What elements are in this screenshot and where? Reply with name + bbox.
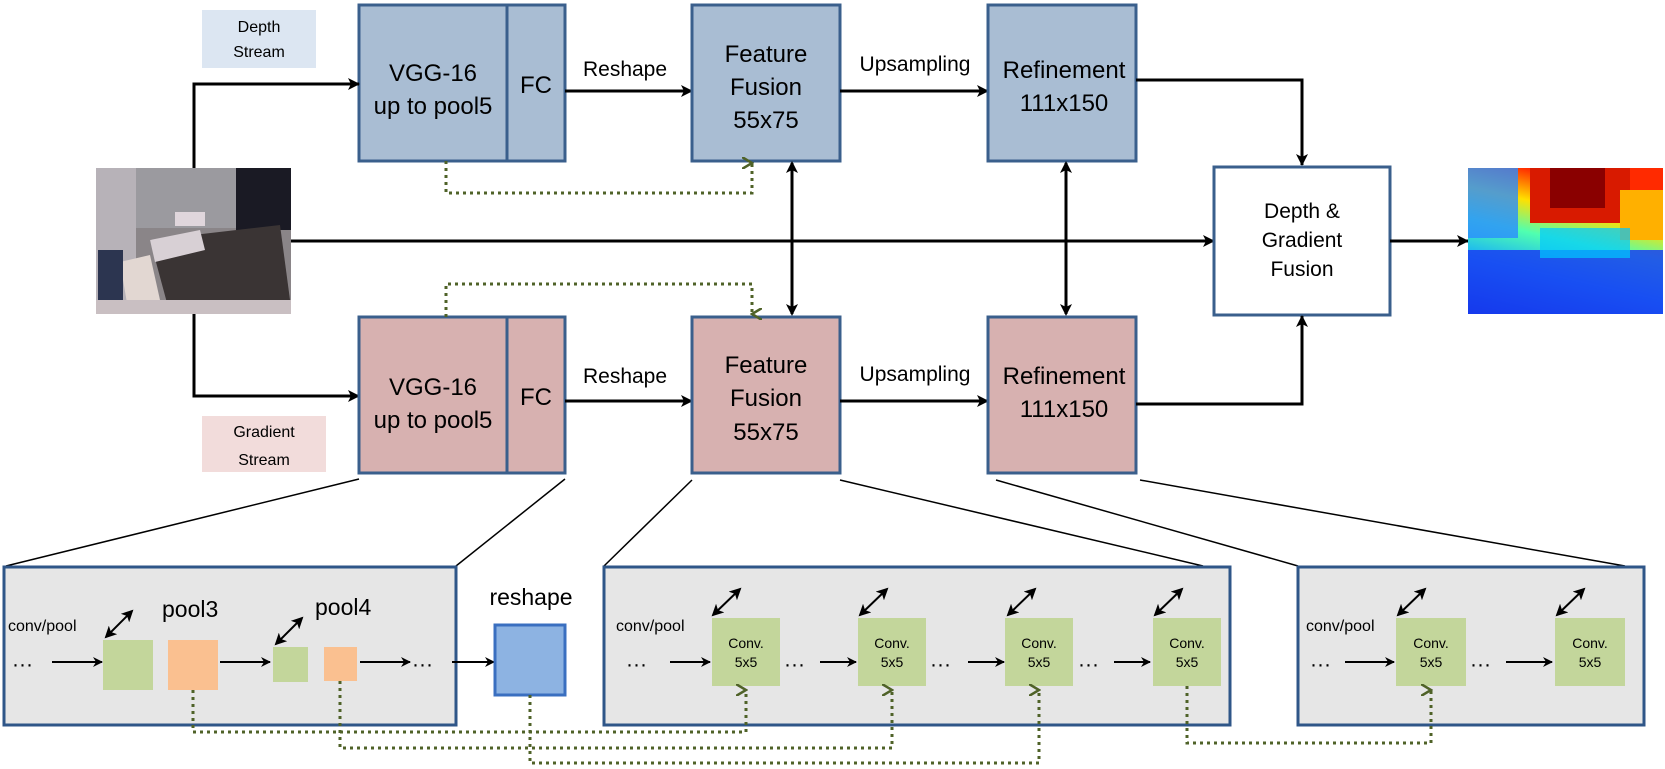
pool3-skip (191, 690, 746, 734)
panel2-conv-4-line2: 5x5 (1176, 654, 1199, 670)
reshape-detail-label: reshape (489, 584, 572, 610)
depth-reshape-label: Reshape (583, 58, 667, 81)
pool4-skip (338, 681, 892, 750)
panel2-conv-3-line1: Conv. (1021, 635, 1057, 651)
depth-feature-fusion-line2: Fusion (730, 74, 802, 101)
gradient-vgg-label-line2: up to pool5 (374, 407, 493, 434)
panel2-conv-1-line2: 5x5 (735, 654, 758, 670)
depth-stream-label-line2: Stream (233, 44, 285, 61)
depth-stream-label-line1: Depth (238, 19, 281, 36)
panel3-dots-2: ··· (1470, 653, 1491, 676)
depth-upsampling-label: Upsampling (860, 53, 971, 76)
gradient-feature-fusion-line1: Feature (725, 352, 808, 379)
gradient-feature-fusion-box (690, 315, 842, 475)
panel2-conv-block-3 (1005, 618, 1073, 686)
panel1-conv-block-2 (273, 647, 308, 682)
gradient-skip-connection (444, 282, 752, 317)
panel3-conv-pool-label: conv/pool (1306, 618, 1375, 635)
panel3-conv-2-line1: Conv. (1572, 635, 1608, 651)
gradient-stream-label-line1: Gradient (233, 424, 295, 441)
gradient-upsampling-label: Upsampling (860, 363, 971, 386)
refinement-detail-panel: conv/pool ··· Conv. 5x5 ··· Conv. 5x5 (1296, 565, 1646, 727)
depth-feature-fusion-line3: 55x75 (733, 107, 798, 134)
depth-to-fusion-arrow (1136, 78, 1308, 166)
panel1-conv-pool-label: conv/pool (8, 618, 77, 635)
depth-feature-fusion-box (690, 3, 842, 163)
reshape-skip (528, 690, 1039, 765)
gradient-refinement-line1: Refinement (1003, 363, 1126, 390)
depth-vgg-label-line1: VGG-16 (389, 60, 477, 87)
depth-vgg-box (357, 3, 509, 163)
depth-stream: Depth Stream VGG-16 up to pool5 FC Resha… (202, 3, 1308, 195)
panel1-dots-1: ··· (12, 653, 33, 676)
input-to-depth-arrow (192, 78, 360, 168)
gradient-to-fusion-arrow (1136, 315, 1308, 406)
panel2-conv-3-line2: 5x5 (1028, 654, 1051, 670)
feature-fusion-detail-panel: conv/pool ··· Conv. 5x5 ··· Conv. 5x5 ··… (602, 565, 1232, 727)
panel3-dots-1: ··· (1310, 653, 1331, 676)
fusion-label-line2: Gradient (1262, 229, 1343, 252)
panel3-conv-block-2 (1555, 618, 1625, 686)
fusion-label-line3: Fusion (1270, 258, 1333, 281)
gradient-reshape-label: Reshape (583, 365, 667, 388)
gradient-refinement-box (986, 315, 1138, 475)
panel2-conv-block-1 (712, 618, 780, 686)
panel3-conv-block-1 (1396, 618, 1466, 686)
gradient-stream-tag (202, 416, 326, 472)
fusion-label-line1: Depth & (1264, 200, 1340, 223)
panel2-dots-4: ··· (1078, 653, 1099, 676)
panel2-conv-2-line2: 5x5 (881, 654, 904, 670)
panel2-conv-4-line1: Conv. (1169, 635, 1205, 651)
pool3-label: pool3 (162, 596, 218, 622)
zoom-lines (5, 478, 1626, 567)
panel3-conv-2-line2: 5x5 (1579, 654, 1602, 670)
gradient-vgg-label-line1: VGG-16 (389, 374, 477, 401)
depth-gradient-fusion-box (1212, 165, 1392, 317)
output-depth-map (1468, 168, 1663, 314)
panel2-conv-block-4 (1153, 618, 1221, 686)
panel1-conv-block-1 (103, 640, 153, 690)
gradient-feature-fusion-line2: Fusion (730, 385, 802, 412)
depth-skip-connection (444, 161, 752, 195)
panel2-conv-1-line1: Conv. (728, 635, 764, 651)
gradient-fc-label: FC (520, 384, 552, 411)
gradient-refinement-line2: 111x150 (1020, 396, 1109, 423)
panel2-conv-block-2 (858, 618, 926, 686)
depth-refinement-line2: 111x150 (1020, 90, 1109, 117)
refinement-skip (1185, 686, 1431, 745)
panel2-conv-2-line1: Conv. (874, 635, 910, 651)
panel3-conv-1-line1: Conv. (1413, 635, 1449, 651)
gradient-feature-fusion-line3: 55x75 (733, 419, 798, 446)
input-image (96, 168, 291, 314)
gradient-vgg-box (357, 315, 509, 475)
reshape-block (493, 623, 567, 697)
depth-fc-box (505, 3, 567, 163)
pool4-block (324, 647, 357, 681)
gradient-stream-label-line2: Stream (238, 452, 290, 469)
depth-refinement-box (986, 3, 1138, 163)
pool4-label: pool4 (315, 594, 371, 620)
depth-feature-fusion-line1: Feature (725, 41, 808, 68)
gradient-stream: Gradient Stream VGG-16 up to pool5 FC Re… (202, 282, 1308, 475)
gradient-fc-box (505, 315, 567, 475)
input-to-gradient-arrow (192, 314, 360, 402)
panel2-dots-1: ··· (626, 653, 647, 676)
panel2-dots-3: ··· (930, 653, 951, 676)
pool3-block (168, 640, 218, 690)
depth-stream-tag (202, 10, 316, 68)
panel2-conv-pool-label: conv/pool (616, 618, 685, 635)
panel1-dots-2: ··· (412, 653, 433, 676)
depth-vgg-label-line2: up to pool5 (374, 93, 493, 120)
depth-refinement-line1: Refinement (1003, 57, 1126, 84)
detail-skip-connections (191, 681, 1431, 765)
panel3-conv-1-line2: 5x5 (1420, 654, 1443, 670)
vgg-detail-panel: conv/pool ··· pool3 pool4 ··· (2, 565, 458, 727)
depth-fc-label: FC (520, 72, 552, 99)
panel2-dots-2: ··· (784, 653, 805, 676)
